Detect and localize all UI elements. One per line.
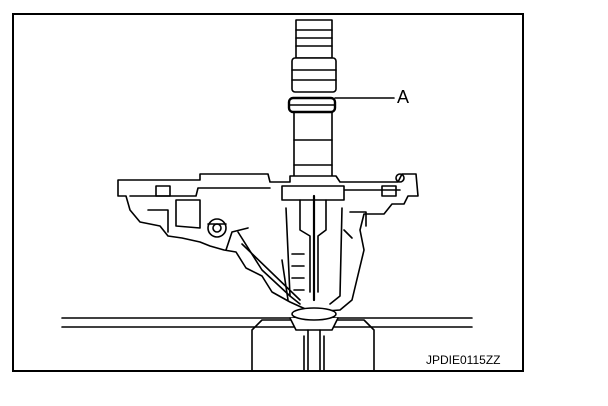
shaft <box>293 111 333 179</box>
press-base <box>239 319 389 372</box>
ring-a <box>287 96 337 114</box>
transmission-case <box>117 173 419 313</box>
figure-id: JPDIE0115ZZ <box>426 353 501 367</box>
press-rails <box>61 317 473 328</box>
housing-bolt <box>207 218 227 238</box>
press-ram <box>291 19 337 93</box>
press-spindle <box>289 307 339 372</box>
puller-tool <box>281 185 367 305</box>
callout-label-a: A <box>397 87 410 107</box>
